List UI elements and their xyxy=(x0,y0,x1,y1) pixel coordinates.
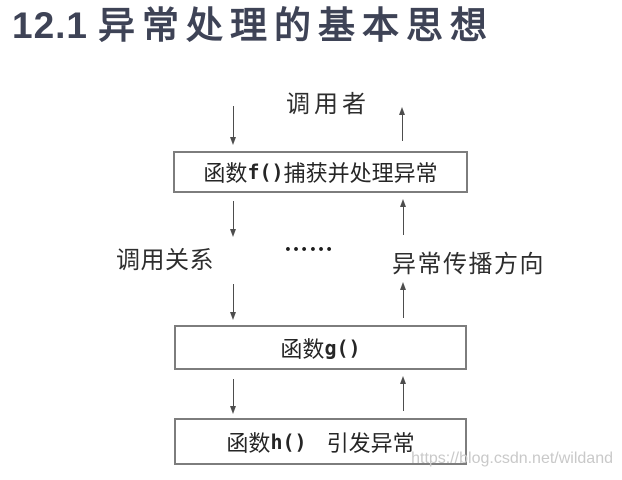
box-f-suffix: 捕获并处理异常 xyxy=(283,161,438,186)
box-f-prefix: 函数 xyxy=(203,161,248,186)
down-arrow-icon-2 xyxy=(229,201,238,237)
box-g-code: g() xyxy=(324,335,361,360)
arrow-head xyxy=(400,199,406,207)
arrow-shaft xyxy=(403,288,404,318)
up-arrow-icon-4 xyxy=(399,376,408,411)
arrow-head xyxy=(400,282,406,290)
arrow-shaft xyxy=(403,382,404,411)
arrow-head xyxy=(230,137,236,145)
box-f-code: f() xyxy=(247,160,284,184)
arrow-shaft xyxy=(233,379,234,408)
title-text: 异常处理的基本思想 xyxy=(98,5,495,46)
box-g-prefix: 函数 xyxy=(280,336,325,362)
box-h-prefix: 函数 xyxy=(226,430,271,456)
exception-propagation-label: 异常传播方向 xyxy=(392,252,545,278)
up-arrow-icon-3 xyxy=(399,282,408,318)
arrow-shaft xyxy=(233,284,234,314)
arrow-head xyxy=(230,229,236,237)
down-arrow-icon-3 xyxy=(229,284,238,320)
title-section-number: 12.1 xyxy=(12,5,89,46)
call-relation-label: 调用关系 xyxy=(116,248,214,274)
arrow-head xyxy=(399,107,405,115)
arrow-shaft xyxy=(403,205,404,235)
watermark-url: https://blog.csdn.net/wildand xyxy=(411,450,613,467)
arrow-shaft xyxy=(233,106,234,139)
ellipsis-label: …… xyxy=(284,231,334,257)
box-h-code: h() xyxy=(270,429,307,454)
arrow-head xyxy=(230,312,236,320)
up-arrow-icon-2 xyxy=(399,199,408,235)
up-arrow-icon-1 xyxy=(398,107,407,141)
down-arrow-icon-1 xyxy=(229,106,238,145)
down-arrow-icon-4 xyxy=(229,379,238,414)
arrow-head xyxy=(230,406,236,414)
arrow-shaft xyxy=(402,113,403,141)
caller-label: 调用者 xyxy=(286,92,370,118)
arrow-shaft xyxy=(233,201,234,231)
arrow-head xyxy=(400,376,406,384)
box-h-suffix: 引发异常 xyxy=(326,430,415,456)
